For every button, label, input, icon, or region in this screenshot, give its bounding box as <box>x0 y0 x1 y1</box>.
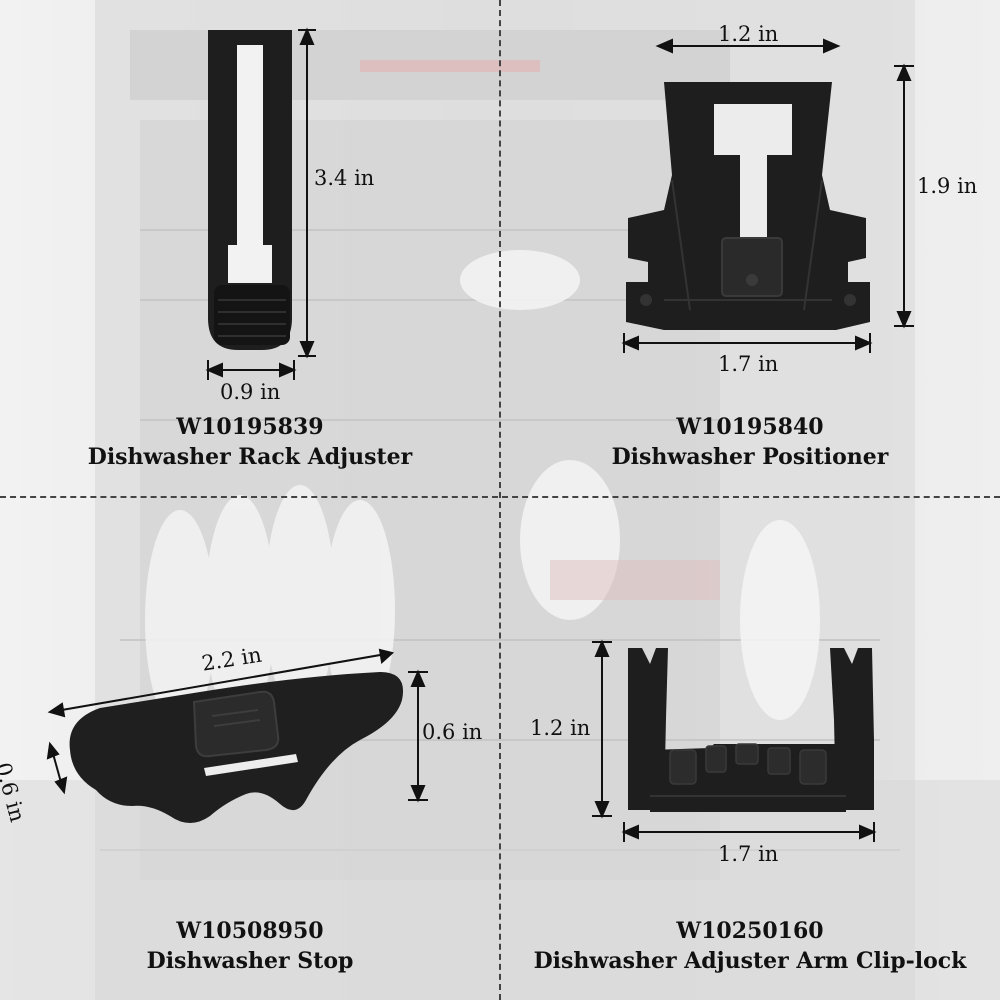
horizontal-divider <box>0 496 1000 498</box>
positioner-width-dimension: 1.7 in <box>718 352 779 376</box>
rack-adjuster-height-dimension: 3.4 in <box>314 166 375 190</box>
positioner-top-width-dimension: 1.2 in <box>718 22 779 46</box>
positioner-name: Dishwasher Positioner <box>611 444 889 470</box>
clip-lock-part-number: W10250160 <box>676 918 824 944</box>
dishwasher-stop-part-number: W10508950 <box>176 918 324 944</box>
positioner-part-number: W10195840 <box>676 414 824 440</box>
dishwasher-stop-height-dimension: 0.6 in <box>422 720 483 744</box>
clip-lock-name: Dishwasher Adjuster Arm Clip-lock <box>533 948 967 974</box>
clip-lock-height-dimension: 1.2 in <box>530 716 591 740</box>
clip-lock-width-dimension: 1.7 in <box>718 842 779 866</box>
dishwasher-stop-image <box>46 648 428 823</box>
rack-adjuster-width-dimension: 0.9 in <box>220 380 281 404</box>
rack-adjuster-name: Dishwasher Rack Adjuster <box>87 444 413 470</box>
adjuster-arm-clip-lock-image <box>592 639 877 842</box>
rack-adjuster-part-number: W10195839 <box>176 414 324 440</box>
positioner-height-dimension: 1.9 in <box>917 174 978 198</box>
positioner-image <box>621 38 914 353</box>
vertical-divider <box>499 0 501 1000</box>
dishwasher-stop-name: Dishwasher Stop <box>146 948 354 974</box>
rack-adjuster-image <box>205 27 316 380</box>
